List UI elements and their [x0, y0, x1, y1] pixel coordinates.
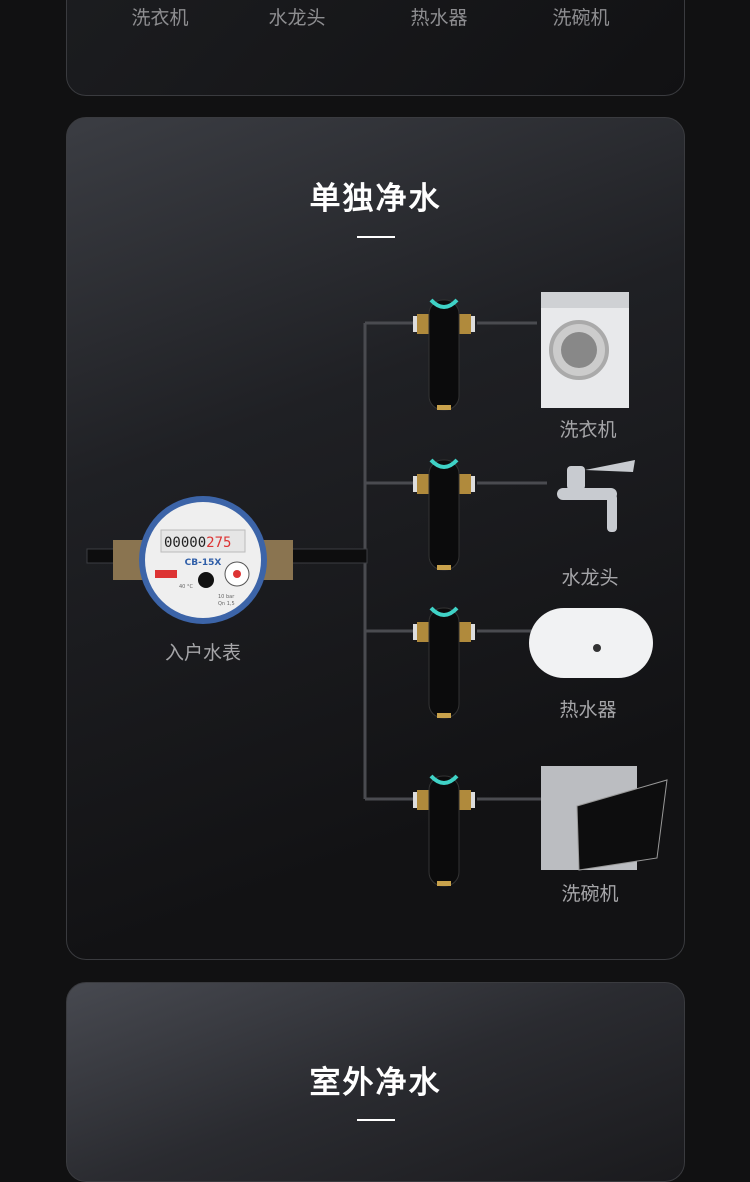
title-underline [357, 1119, 395, 1121]
filter-icon [413, 298, 475, 411]
outdoor-purification-card: 室外净水 [66, 982, 685, 1182]
label-washer: 洗衣机 [131, 7, 189, 29]
svg-text:Qn 1,5: Qn 1,5 [218, 601, 235, 607]
label-water-meter: 入户水表 [164, 642, 241, 664]
single-purification-card: 单独净水 00000275 CB-15X 10 [66, 117, 685, 960]
label-heater: 热水器 [410, 7, 468, 29]
meter-model: CB-15X [185, 558, 222, 568]
label-faucet: 水龙头 [268, 7, 326, 29]
dishwasher-icon [541, 766, 668, 871]
svg-text:10 bar: 10 bar [218, 594, 235, 600]
meter-reading: 00000275 [164, 535, 231, 551]
washing-machine-icon [541, 292, 629, 408]
section-title: 单独净水 [309, 181, 442, 217]
label-washer: 洗衣机 [559, 419, 617, 441]
pipe-diagram: 00000275 CB-15X 10 bar Qn 1,5 40 °C [86, 292, 668, 888]
water-heater-icon [529, 608, 653, 678]
water-meter-icon: 00000275 CB-15X 10 bar Qn 1,5 40 °C [113, 496, 293, 624]
title-underline [357, 236, 395, 238]
label-dishwasher: 洗碗机 [561, 883, 619, 905]
label-faucet: 水龙头 [561, 567, 619, 589]
section-title: 室外净水 [309, 1065, 442, 1101]
svg-text:40 °C: 40 °C [179, 584, 193, 590]
branch-pipes [365, 321, 422, 801]
label-heater: 热水器 [559, 699, 617, 721]
faucet-icon [557, 460, 635, 532]
filters [411, 298, 477, 888]
label-dishwasher: 洗碗机 [552, 7, 610, 29]
whole-house-card: 洗衣机 水龙头 热水器 洗碗机 [66, 0, 685, 96]
